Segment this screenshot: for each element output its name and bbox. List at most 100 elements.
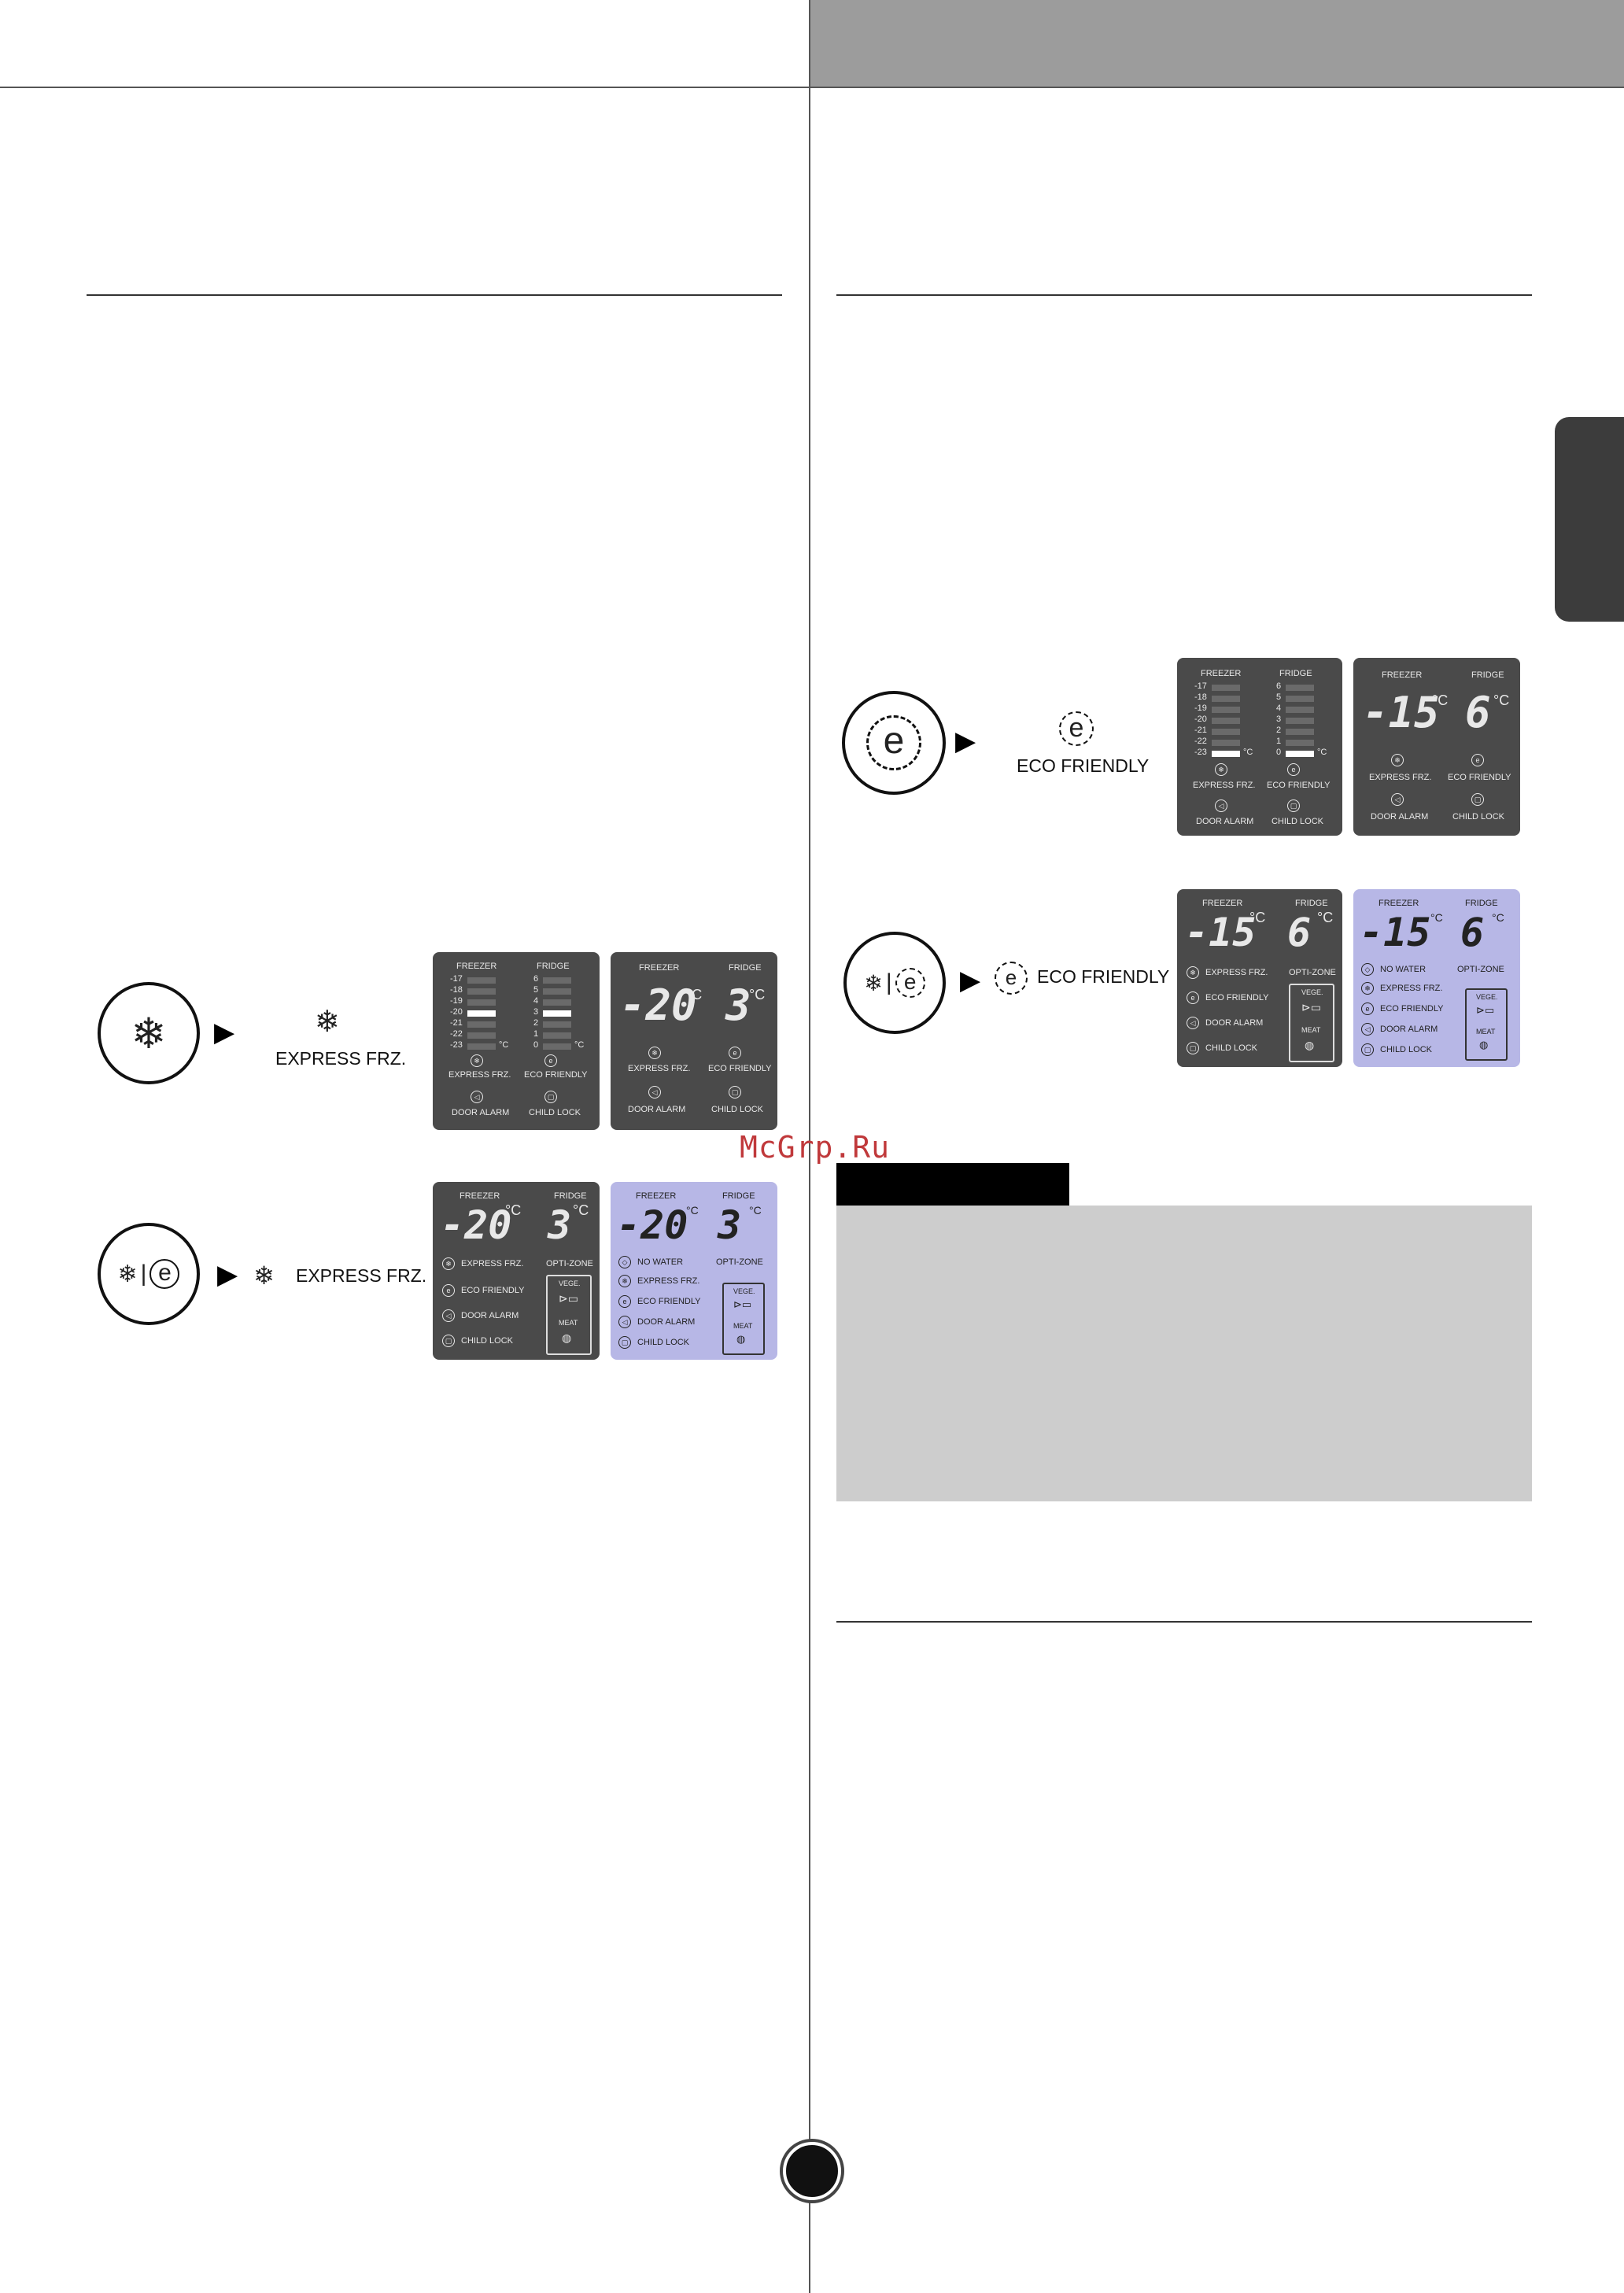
child-lock-indicator: CHILD LOCK [637, 1338, 690, 1347]
fridge-label: FRIDGE [537, 962, 570, 971]
display-panel-optizone-express: FREEZER FRIDGE -20 °C 3 °C ❄ EXPRESS FRZ… [433, 1182, 600, 1360]
speaker-icon: ◁ [648, 1086, 661, 1098]
express-eco-combo-button[interactable]: ❄ | e [98, 1223, 200, 1325]
speaker-icon: ◁ [618, 1316, 631, 1328]
right-lower-rule [836, 1621, 1532, 1623]
page-number-dot [783, 2142, 841, 2200]
vege-label: VEGE. [1301, 988, 1323, 996]
vege-label: VEGE. [733, 1287, 755, 1295]
eco-indicator: ECO FRIENDLY [708, 1064, 772, 1073]
freezer-label: FREEZER [1382, 670, 1423, 680]
freezer-temp: -20 [617, 1202, 688, 1248]
opti-zone-box: VEGE. ⊳▭ MEAT ◍ [1465, 988, 1508, 1061]
child-lock-indicator: CHILD LOCK [711, 1105, 764, 1114]
speaker-icon: ◁ [1215, 799, 1227, 812]
left-section-rule [87, 294, 782, 296]
child-lock-indicator: CHILD LOCK [461, 1336, 514, 1346]
lock-icon: ▢ [1287, 799, 1300, 812]
display-panel-bars-eco: FREEZER FRIDGE -17 -18 -19 -20 -21 -22 -… [1177, 658, 1342, 836]
freezer-temp: -20 [620, 980, 697, 1030]
display-panel-digital-express: FREEZER FRIDGE -20 °C 3 °C ❄ e EXPRESS F… [611, 952, 777, 1130]
opti-zone-box: VEGE. ⊳▭ MEAT ◍ [1289, 984, 1334, 1062]
fish-icon: ⊳▭ [1301, 1001, 1321, 1014]
snowflake-icon: ❄ [117, 1261, 138, 1287]
express-indicator: EXPRESS FRZ. [461, 1259, 524, 1268]
snowflake-icon: ❄ [1187, 966, 1199, 979]
freezer-label: FREEZER [639, 963, 680, 973]
snowflake-icon: ❄ [471, 1054, 483, 1067]
arrow-icon: ▶ [960, 966, 981, 995]
child-lock-indicator: CHILD LOCK [1205, 1043, 1258, 1053]
display-panel-bars-express: FREEZER FRIDGE -17 -18 -19 -20 -21 -22 -… [433, 952, 600, 1130]
fridge-label: FRIDGE [554, 1191, 587, 1201]
header-rule [0, 87, 1624, 88]
eco-leaf-icon: e [544, 1054, 557, 1067]
eco-leaf-icon: e [442, 1284, 455, 1297]
child-lock-indicator: CHILD LOCK [529, 1108, 581, 1117]
meat-label: MEAT [1301, 1026, 1321, 1034]
freezer-temp: -15 [1185, 910, 1257, 955]
freezer-label: FREEZER [636, 1191, 677, 1201]
lock-icon: ▢ [618, 1336, 631, 1349]
eco-leaf-icon: e [618, 1295, 631, 1308]
snowflake-icon: ❄ [864, 970, 883, 995]
express-indicator: EXPRESS FRZ. [628, 1064, 691, 1073]
snowflake-icon: ❄ [315, 1006, 340, 1039]
meat-label: MEAT [733, 1322, 753, 1330]
speaker-icon: ◁ [1361, 1023, 1374, 1036]
child-lock-indicator: CHILD LOCK [1272, 817, 1324, 826]
door-alarm-indicator: DOOR ALARM [1371, 812, 1429, 822]
header-bar [810, 0, 1624, 87]
lock-icon: ▢ [544, 1091, 557, 1103]
chapter-tab [1555, 417, 1624, 622]
child-lock-indicator: CHILD LOCK [1380, 1045, 1433, 1054]
child-lock-indicator: CHILD LOCK [1452, 812, 1505, 822]
speaker-icon: ◁ [471, 1091, 483, 1103]
eco-leaf-icon: e [1287, 763, 1300, 776]
water-drop-icon: ◇ [618, 1256, 631, 1268]
lock-icon: ▢ [1187, 1042, 1199, 1054]
fridge-temp: 6 [1287, 910, 1312, 955]
fridge-label: FRIDGE [1279, 669, 1312, 678]
meat-icon: ◍ [562, 1331, 572, 1344]
lock-icon: ▢ [729, 1086, 741, 1098]
arrow-icon: ▶ [217, 1260, 238, 1290]
freezer-temp: -20 [441, 1202, 512, 1248]
display-panel-optizone-eco: FREEZER FRIDGE -15 °C 6 °C ❄ EXPRESS FRZ… [1177, 889, 1342, 1067]
fridge-temp: 3 [725, 980, 751, 1030]
speaker-icon: ◁ [1187, 1017, 1199, 1029]
display-panel-optizone-eco-lit: FREEZER FRIDGE -15 °C 6 °C ◇ NO WATER OP… [1353, 889, 1520, 1067]
freezer-label: FREEZER [456, 962, 497, 971]
opti-zone-label: OPTI-ZONE [546, 1259, 593, 1268]
snowflake-icon: ❄ [1215, 763, 1227, 776]
eco-leaf-icon: e [149, 1259, 180, 1289]
display-panel-optizone-express-lit: FREEZER FRIDGE -20 °C 3 °C ◇ NO WATER OP… [611, 1182, 777, 1360]
express-indicator: EXPRESS FRZ. [637, 1276, 700, 1286]
eco-friendly-button[interactable]: e [842, 691, 946, 795]
express-eco-combo-button-2[interactable]: ❄ | e [843, 932, 946, 1034]
vege-label: VEGE. [1476, 993, 1498, 1001]
water-drop-icon: ◇ [1361, 963, 1374, 976]
fridge-temp: 6 [1460, 910, 1485, 955]
eco-leaf-icon: e [995, 962, 1028, 995]
eco-indicator: ECO FRIENDLY [1267, 781, 1331, 790]
freezer-temp: -15 [1360, 910, 1431, 955]
meat-icon: ◍ [1305, 1039, 1315, 1051]
eco-leaf-icon: e [729, 1047, 741, 1059]
door-alarm-indicator: DOOR ALARM [1196, 817, 1254, 826]
express-frz-caption-2: EXPRESS FRZ. [296, 1265, 427, 1286]
opti-zone-label: OPTI-ZONE [1457, 965, 1504, 974]
center-divider [809, 0, 810, 2293]
freezer-label: FREEZER [1202, 899, 1243, 908]
express-indicator: EXPRESS FRZ. [448, 1070, 511, 1080]
arrow-icon: ▶ [214, 1017, 235, 1047]
door-alarm-indicator: DOOR ALARM [1205, 1018, 1264, 1028]
right-section-rule [836, 294, 1532, 296]
express-frz-button[interactable]: ❄ [98, 982, 200, 1084]
lock-icon: ▢ [1361, 1043, 1374, 1056]
eco-leaf-icon: e [1361, 1002, 1374, 1015]
lock-icon: ▢ [1471, 793, 1484, 806]
express-indicator: EXPRESS FRZ. [1193, 781, 1256, 790]
fish-icon: ⊳▭ [1476, 1004, 1495, 1016]
snowflake-icon: ❄ [648, 1047, 661, 1059]
